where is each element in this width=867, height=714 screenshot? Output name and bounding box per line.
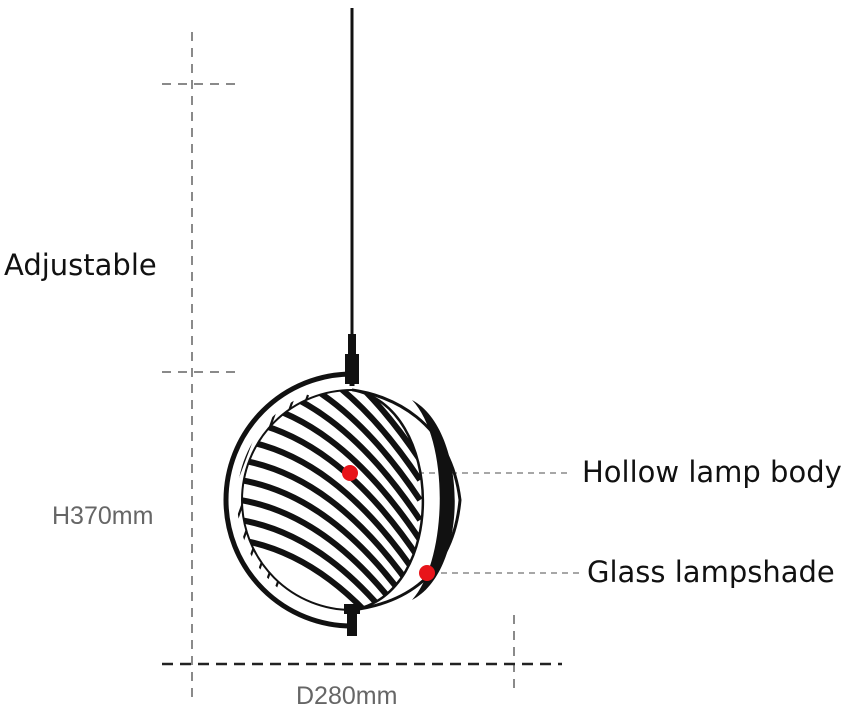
outer-ring	[223, 371, 353, 629]
shade-outline	[241, 389, 353, 611]
cord-connector	[348, 334, 356, 356]
glass-shade-label: Glass lampshade	[587, 555, 835, 589]
rear-shell	[351, 388, 462, 612]
bottom-cap	[344, 604, 360, 614]
hollow-body-label: Hollow lamp body	[582, 455, 842, 489]
diameter-label: D280mm	[296, 682, 398, 710]
marker-hollow-body	[342, 465, 358, 481]
bottom-stem	[347, 612, 357, 636]
height-label: H370mm	[52, 502, 154, 530]
marker-glass-shade	[419, 565, 435, 581]
rear-shell-shadow	[412, 400, 455, 600]
adjustable-label: Adjustable	[4, 248, 157, 282]
shade-rim	[351, 388, 425, 612]
pendant-lamp-illustration	[223, 8, 462, 636]
